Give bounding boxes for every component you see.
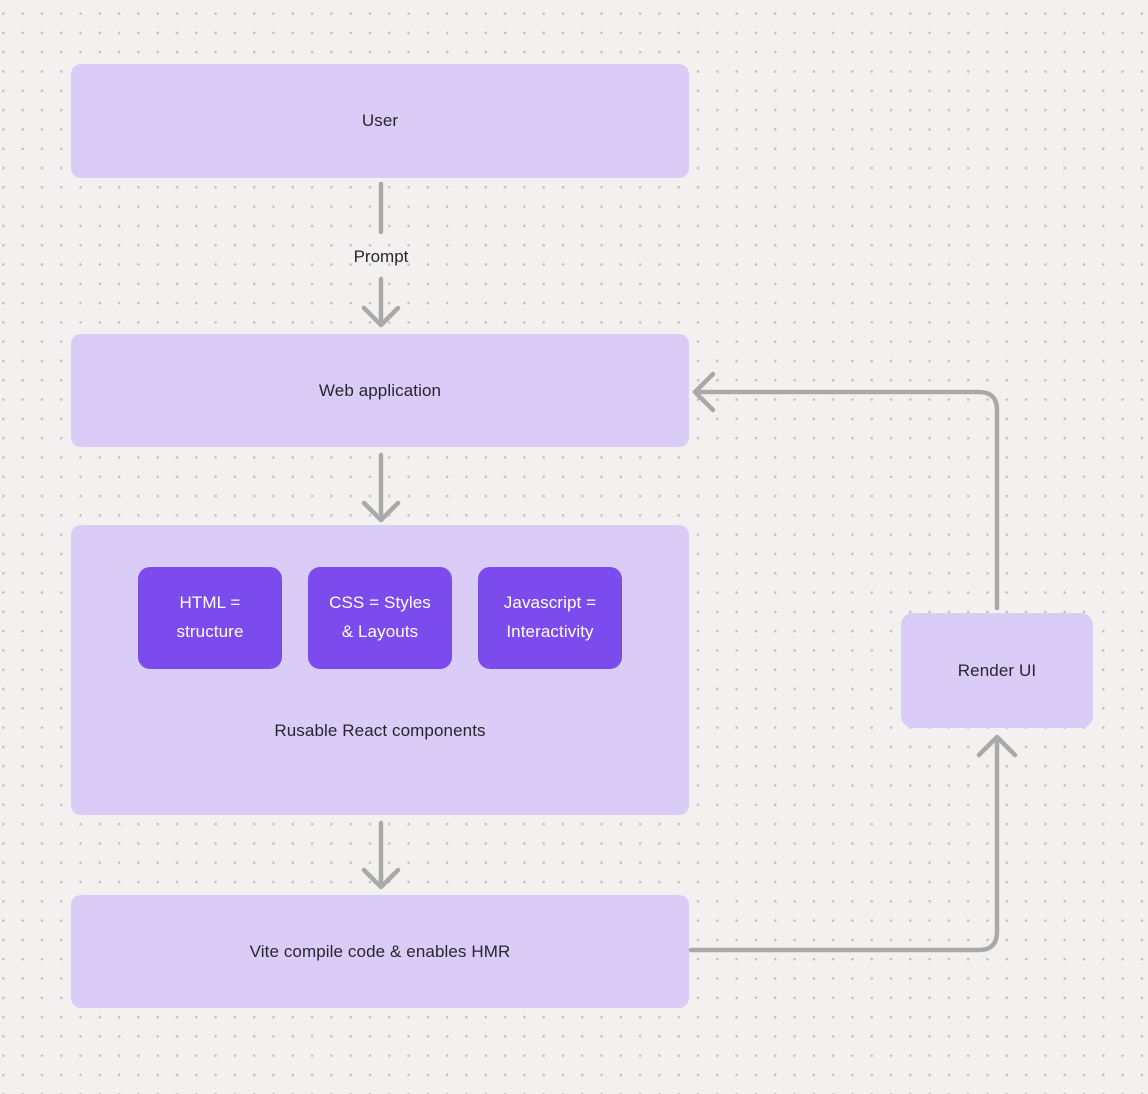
node-web-application[interactable]: Web application — [71, 334, 689, 447]
chip-css[interactable]: CSS = Styles & Layouts — [308, 567, 452, 669]
node-user-label: User — [361, 111, 399, 130]
node-web-application-label: Web application — [318, 380, 442, 400]
arrowhead-up-icon — [976, 734, 1018, 758]
node-user[interactable]: User — [71, 64, 689, 178]
edge-label-prompt: Prompt — [353, 247, 409, 266]
node-components-group[interactable]: HTML = structure CSS = Styles & Layouts … — [71, 525, 689, 815]
node-render-ui-label: Render UI — [957, 660, 1037, 680]
chip-javascript-label: Javascript = Interactivity — [503, 593, 597, 641]
node-vite-label: Vite compile code & enables HMR — [249, 941, 511, 961]
chip-html[interactable]: HTML = structure — [138, 567, 282, 669]
node-render-ui[interactable]: Render UI — [901, 613, 1093, 728]
node-vite[interactable]: Vite compile code & enables HMR — [71, 895, 689, 1008]
arrowhead-down-icon — [361, 500, 401, 523]
connector-components-to-vite[interactable] — [361, 820, 401, 890]
connector-webapp-to-components[interactable] — [361, 452, 401, 523]
arrowhead-left-icon — [692, 371, 716, 413]
arrowhead-down-icon — [361, 867, 401, 890]
chip-css-label: CSS = Styles & Layouts — [329, 593, 431, 641]
chip-html-label: HTML = structure — [176, 593, 244, 641]
connector-user-to-webapp[interactable] — [361, 181, 401, 328]
connector-renderui-to-webapp[interactable] — [692, 371, 1000, 611]
connector-segment — [688, 739, 1000, 953]
connector-vite-to-renderui[interactable] — [688, 734, 1018, 953]
connector-segment — [698, 389, 1000, 611]
arrowhead-down-icon — [361, 305, 401, 328]
components-group-label: Rusable React components — [274, 721, 486, 740]
chip-javascript[interactable]: Javascript = Interactivity — [478, 567, 622, 669]
